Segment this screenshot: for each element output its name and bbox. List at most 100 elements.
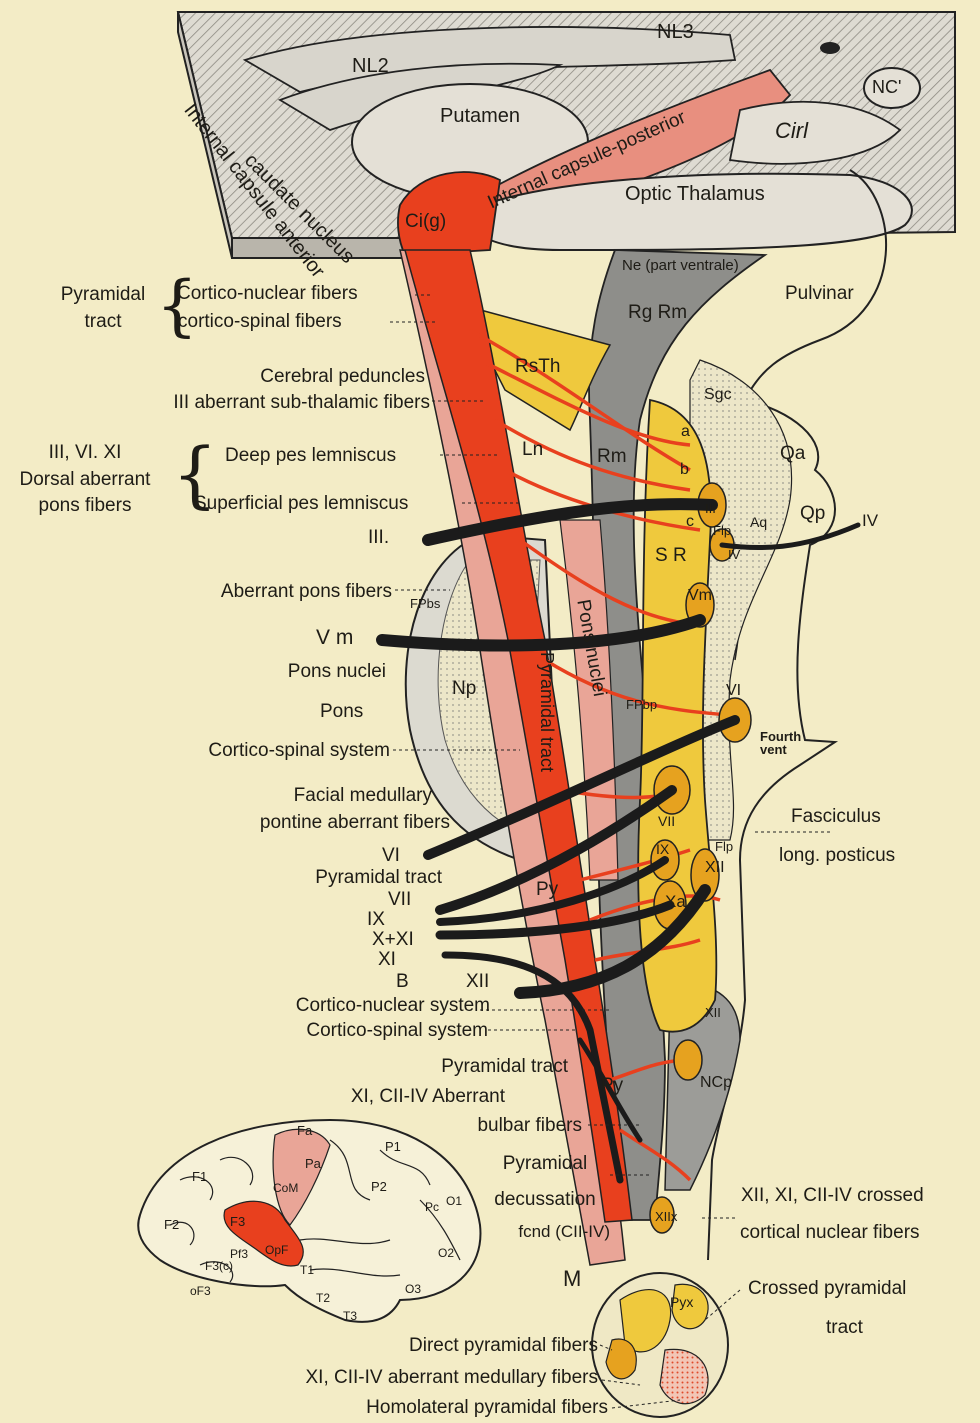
label-optic-thalamus: Optic Thalamus — [625, 184, 765, 204]
label-fpbp: FPbp — [626, 698, 657, 711]
label-cortico-spinal-fibers: cortico-spinal fibers — [178, 312, 342, 331]
label-brain-o1: O1 — [446, 1195, 462, 1207]
label-pyramidal-tract-2: Pyramidal tract — [330, 1057, 568, 1076]
label-xii2: XII — [705, 1006, 721, 1019]
label-pulvinar: Pulvinar — [785, 284, 854, 303]
label-vm-root: V m — [316, 627, 353, 648]
label-brain-f3c: F3(c) — [205, 1260, 233, 1272]
label-flp: Flp — [713, 524, 731, 537]
label-brain-of3: oF3 — [190, 1285, 211, 1297]
label-np: Np — [452, 679, 476, 698]
label-brain-f3: F3 — [230, 1215, 245, 1228]
label-iii-nucleus: III — [705, 502, 716, 515]
label-c: c — [686, 514, 694, 530]
label-vii-root: VII — [388, 890, 411, 909]
label-m: M — [563, 1268, 581, 1290]
label-nc-prime: NC' — [872, 78, 901, 96]
label-cortico-spinal-system-2: Cortico-spinal system — [200, 1021, 488, 1040]
label-direct-pyramidal-fibers: Direct pyramidal fibers — [280, 1336, 598, 1355]
label-pyramidal-group: Pyramidal — [48, 285, 158, 304]
label-fourth-vent: Fourth vent — [760, 730, 820, 756]
label-pons-nuclei: Pons nuclei — [200, 662, 386, 681]
label-brain-f1: F1 — [192, 1170, 207, 1183]
label-cirl: Cirl — [775, 120, 808, 142]
label-ix-root: IX — [367, 910, 385, 929]
label-cortico-spinal-system: Cortico-spinal system — [100, 741, 390, 760]
label-cerebral-peduncles: Cerebral peduncles — [120, 367, 425, 386]
label-brain-f2: F2 — [164, 1218, 179, 1231]
label-bulbar-fibers: bulbar fibers — [400, 1116, 582, 1135]
label-xii-nucleus: XII — [705, 860, 725, 876]
label-b: b — [680, 462, 689, 478]
label-putamen: Putamen — [440, 106, 520, 126]
label-iii-aberrant: III aberrant sub-thalamic fibers — [80, 393, 430, 412]
label-tract-group: tract — [48, 312, 158, 331]
label-ix-nucleus: IX — [656, 842, 669, 856]
label-flp2: Flp — [715, 840, 733, 853]
label-cortico-nuclear-system: Cortico-nuclear system — [200, 996, 490, 1015]
label-pyramidal-tract-left: Pyramidal tract — [200, 868, 442, 887]
label-pontine-aberrant: pontine aberrant fibers — [150, 813, 450, 832]
label-brain-com: CoM — [273, 1182, 298, 1194]
label-x-xi-root: X+XI — [372, 930, 414, 949]
spinal-cross-section — [592, 1273, 728, 1417]
label-pyramidal-tract-vertical: Pyramidal tract — [538, 652, 556, 772]
label-pons: Pons — [320, 702, 363, 721]
label-iv-root: IV — [862, 512, 878, 529]
label-py-lower: Py — [601, 1076, 623, 1095]
label-crossed-pyramidal: Crossed pyramidal — [748, 1279, 906, 1298]
label-fcnd: fcnd (CII-IV) — [460, 1223, 610, 1240]
label-ln: Ln — [522, 440, 543, 459]
label-brain-o3: O3 — [405, 1283, 421, 1295]
label-brain-opf: OpF — [265, 1244, 288, 1256]
label-iii-vi-xi: III, VI. XI — [0, 443, 170, 462]
label-vi-root: VI — [382, 846, 400, 865]
label-rm: Rm — [597, 447, 627, 466]
label-rsth: RsTh — [515, 357, 560, 376]
label-xi-root: XI — [378, 950, 396, 969]
label-ne: Ne (part ventrale) — [622, 258, 739, 273]
label-qa: Qa — [780, 444, 805, 463]
label-brain-p2: P2 — [371, 1180, 387, 1193]
direct-pyramidal-area — [606, 1339, 636, 1379]
label-xa: Xa — [665, 893, 686, 910]
label-brain-t2: T2 — [316, 1292, 330, 1304]
label-xiix: XIIx — [655, 1210, 677, 1223]
label-iii-root: III. — [368, 528, 389, 547]
label-brain-pf3: Pf3 — [230, 1248, 248, 1260]
label-cortico-nuclear-fibers: Cortico-nuclear fibers — [177, 284, 358, 303]
label-nl3: NL3 — [657, 22, 694, 42]
label-deep-pes-lemniscus: Deep pes lemniscus — [225, 446, 396, 465]
label-xi-cii-medullary: XI, CII-IV aberrant medullary fibers — [180, 1368, 598, 1387]
label-long-posticus: long. posticus — [779, 846, 895, 865]
label-fpbs: FPbs — [410, 597, 440, 610]
label-iv-nucleus: IV — [728, 548, 740, 561]
label-dorsal-aberrant: Dorsal aberrant — [0, 470, 170, 489]
label-xii-root: XII — [466, 972, 489, 991]
label-superficial-pes-lemniscus: Superficial pes lemniscus — [194, 494, 408, 513]
label-pyx: Pyx — [670, 1295, 693, 1309]
label-nl2: NL2 — [352, 56, 389, 76]
label-cortical-nuclear-fibers: cortical nuclear fibers — [740, 1223, 920, 1242]
label-xi-cii-aberrant: XI, CII-IV Aberrant — [250, 1087, 505, 1106]
label-sgc: Sgc — [704, 387, 732, 403]
label-a: a — [681, 424, 690, 440]
label-pyramidal-decussation-1: Pyramidal — [470, 1154, 620, 1173]
label-fasciculus: Fasciculus — [791, 807, 881, 826]
label-ncp: NCp — [700, 1075, 732, 1091]
label-xii-xi-crossed: XII, XI, CII-IV crossed — [741, 1186, 924, 1205]
label-rg-rm: Rg Rm — [628, 303, 687, 322]
label-brain-o2: O2 — [438, 1247, 454, 1259]
capsule-block — [178, 12, 955, 258]
label-crossed-pyramidal-tract: tract — [826, 1318, 863, 1337]
label-b: B — [396, 972, 409, 991]
label-ci-g: Ci(g) — [405, 212, 446, 231]
label-vii-nucleus: VII — [658, 814, 675, 828]
nucleus-ncp — [674, 1040, 702, 1080]
label-py-upper: Py — [536, 880, 558, 899]
label-pyramidal-decussation-2: decussation — [470, 1190, 620, 1209]
label-facial-medullary: Facial medullary — [150, 786, 432, 805]
label-pons-fibers: pons fibers — [0, 496, 170, 515]
label-brain-pc: Pc — [425, 1201, 439, 1213]
